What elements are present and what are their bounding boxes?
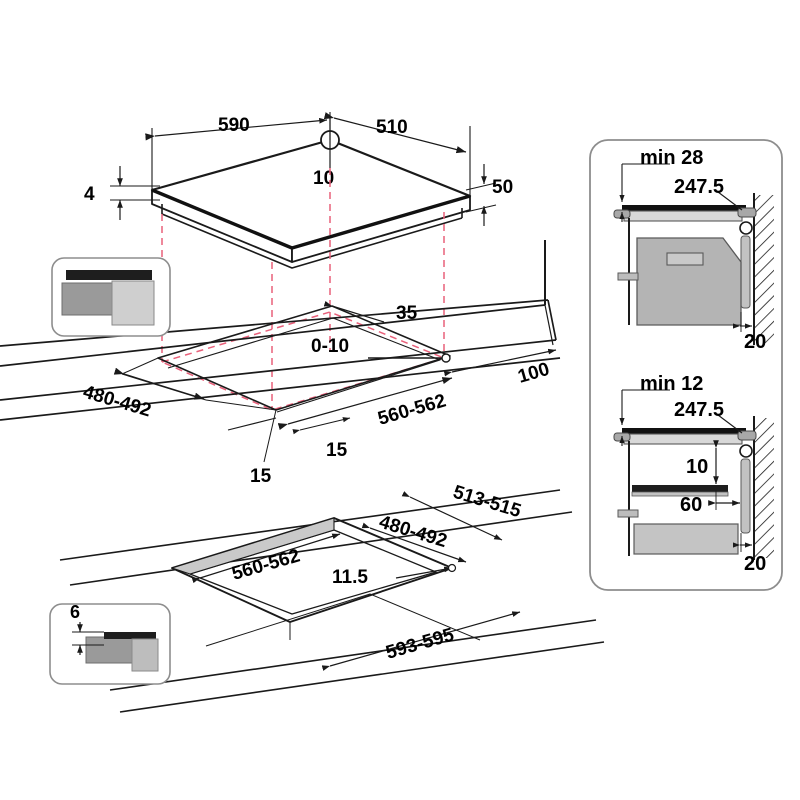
- label-corner-radius: 10: [313, 168, 334, 189]
- label-min-28: min 28: [640, 147, 703, 169]
- dim-detail-width: [191, 533, 341, 584]
- dim-margin-left: [227, 409, 277, 463]
- label-glass-thickness: 4: [84, 184, 95, 205]
- dim-outer-depth: [401, 491, 503, 541]
- dim-hob-depth: [323, 112, 471, 196]
- label-hob-width: 590: [218, 115, 250, 136]
- label-outer-depth: 513-515: [451, 482, 524, 523]
- label-rim: 11.5: [332, 567, 368, 588]
- label-wall-distance: 100: [516, 359, 552, 388]
- label-gap: 0-10: [311, 336, 349, 357]
- dim-rear-offset: [465, 164, 497, 226]
- label-wall-gap-top: 20: [744, 331, 766, 353]
- section-oven: [613, 163, 774, 345]
- label-wall-gap-bottom: 20: [744, 553, 766, 575]
- label-clearance: 60: [680, 494, 702, 516]
- label-detail-depth: 480-492: [377, 512, 450, 552]
- inset-edge-detail: 6: [49, 602, 171, 685]
- label-rear-offset: 50: [492, 177, 513, 198]
- dim-front-edge: [323, 300, 385, 323]
- section-drawer: [613, 389, 774, 560]
- label-outer-width: 593-595: [384, 624, 457, 664]
- dim-margin-front: [292, 417, 351, 435]
- dim-outer-width: [321, 611, 521, 671]
- dim-cutout-width: [277, 377, 453, 431]
- label-depth-top: 247.5: [674, 176, 724, 198]
- hob-isometric: [150, 138, 472, 269]
- label-depth-bottom: 247.5: [674, 399, 724, 421]
- label-min-12: min 12: [640, 373, 703, 395]
- label-shelf-gap: 10: [686, 456, 708, 478]
- label-margin-left: 15: [250, 466, 272, 487]
- dim-glass-thickness: [110, 166, 160, 220]
- label-margin-front: 15: [326, 440, 348, 461]
- label-hob-depth: 510: [376, 117, 408, 138]
- dim-wall-distance: [443, 348, 557, 377]
- dim-cutout-depth: [113, 357, 277, 411]
- dim-rim: [395, 563, 457, 579]
- label-edge-thickness: 6: [70, 602, 80, 622]
- inset-flush-mount: [51, 257, 171, 337]
- label-front-edge: 35: [396, 303, 418, 324]
- dim-detail-depth: [361, 522, 467, 563]
